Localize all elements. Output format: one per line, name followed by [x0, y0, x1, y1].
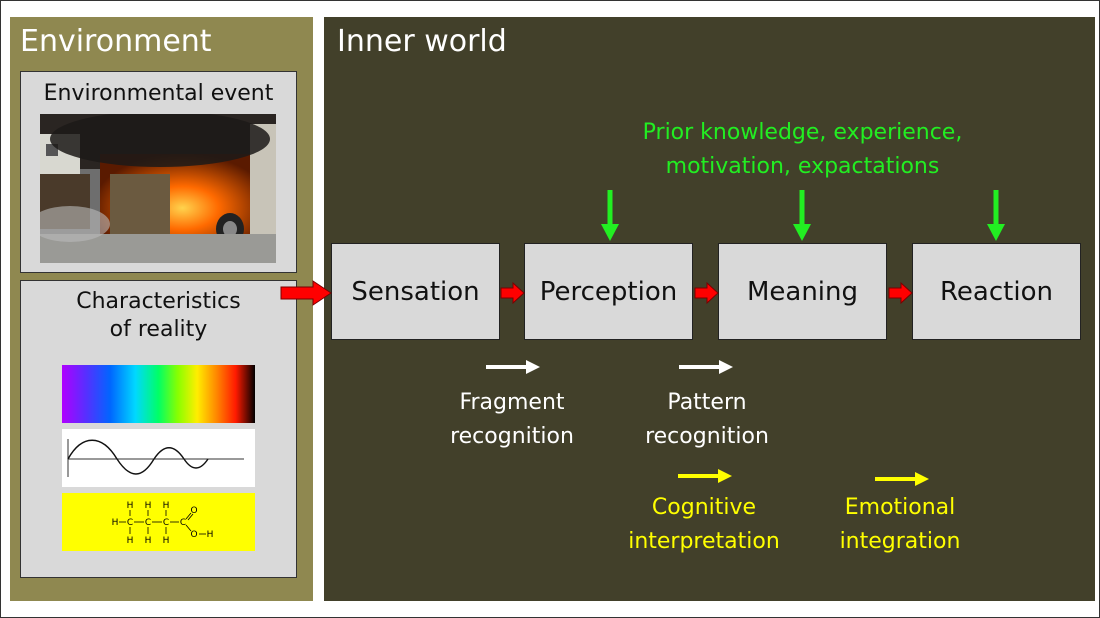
fragment-arrow: [486, 360, 540, 374]
fire-photo: [40, 114, 276, 263]
environmental-event-title: Environmental event: [43, 81, 274, 106]
svg-text:C: C: [145, 518, 151, 528]
emotional-arrow: [875, 472, 929, 486]
environment-title: Environment: [20, 24, 212, 59]
stage-perception: Perception: [524, 243, 693, 340]
prior-knowledge-label: Prior knowledge, experience, motivation,…: [642, 120, 963, 179]
svg-text:H: H: [145, 501, 152, 511]
molecule-diagram: H H H H C C C C H H H O O H: [62, 493, 255, 551]
waveform-graph: [62, 429, 255, 487]
stage-reaction: Reaction: [912, 243, 1081, 340]
svg-text:H: H: [163, 501, 170, 511]
pattern-recognition-label: Pattern recognition: [645, 390, 769, 449]
svg-text:H: H: [163, 536, 170, 546]
cognitive-arrow: [678, 469, 732, 483]
emotional-integration-label: Emotional integration: [839, 495, 961, 554]
molecule-h: H: [127, 501, 134, 511]
fragment-recognition-label: Fragment recognition: [450, 390, 574, 449]
stage-meaning: Meaning: [718, 243, 887, 340]
svg-text:C: C: [163, 518, 169, 528]
svg-text:H: H: [145, 536, 152, 546]
prior-arrow-perception: [601, 190, 619, 241]
prior-arrow-meaning: [793, 190, 811, 241]
stage-sensation: Sensation: [331, 243, 500, 340]
reality-characteristics-title: Characteristics of reality: [76, 289, 241, 342]
svg-text:O: O: [190, 530, 197, 540]
flow-arrow-environment-to-sensation: [280, 280, 332, 306]
cognitive-interpretation-label: Cognitive interpretation: [628, 495, 780, 554]
svg-text:C: C: [180, 518, 186, 528]
color-spectrum: [62, 365, 255, 423]
flow-arrow-sensation-to-perception: [500, 281, 525, 305]
svg-text:H: H: [112, 518, 119, 528]
molecule-o: O: [190, 506, 197, 516]
inner-world-title: Inner world: [337, 24, 507, 59]
svg-text:H: H: [127, 536, 134, 546]
molecule-c: C: [127, 518, 133, 528]
svg-text:H: H: [207, 530, 214, 540]
flow-arrow-perception-to-meaning: [694, 281, 719, 305]
prior-arrow-reaction: [987, 190, 1005, 241]
flow-arrow-meaning-to-reaction: [888, 281, 913, 305]
pattern-arrow: [679, 360, 733, 374]
